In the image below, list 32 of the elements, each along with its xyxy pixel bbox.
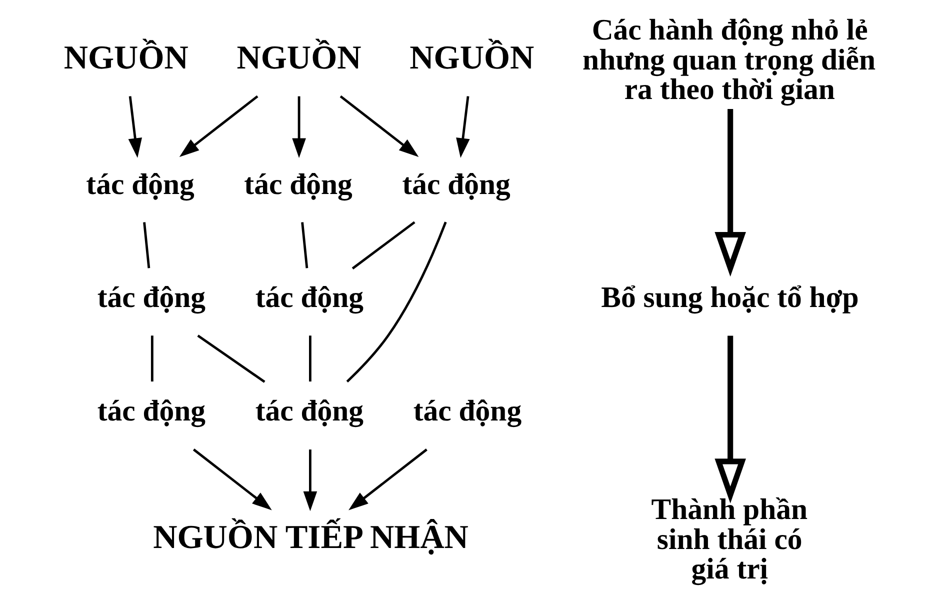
connector <box>300 222 308 268</box>
arrow <box>714 109 746 277</box>
connector <box>150 336 153 382</box>
arrow <box>292 96 306 158</box>
arrow <box>178 95 258 157</box>
arrow <box>456 96 470 158</box>
connector <box>351 221 415 270</box>
node-text: tác động <box>96 394 206 428</box>
arrow <box>192 448 272 510</box>
connector <box>196 334 265 383</box>
connector <box>142 222 150 268</box>
node-text: Bổ sung hoặc tổ hợp <box>600 281 858 314</box>
arrow <box>714 336 746 504</box>
node-text: NGUỒN <box>409 40 534 77</box>
node-text: Thành phần sinh thái có giá trị <box>650 493 808 586</box>
connector <box>346 222 446 383</box>
node-text: tác động <box>96 281 206 314</box>
arrow <box>302 450 317 512</box>
arrow <box>128 96 142 158</box>
node-text: tác động <box>402 168 510 201</box>
node-text: tác động <box>254 281 364 314</box>
node-text: NGUỒN TIẾP NHẬN <box>152 519 468 556</box>
node-text: tác động <box>86 168 194 201</box>
node-text: Các hành động nhỏ lẻ nhưng quan trọng diễn ra theo thời gian <box>582 14 876 106</box>
connector <box>308 336 311 382</box>
node-text: NGUỒN <box>236 40 361 77</box>
node-text: tác động <box>412 394 522 428</box>
node-text: NGUỒN <box>63 40 188 77</box>
arrow <box>348 448 427 510</box>
arrow <box>339 95 418 157</box>
node-text: tác động <box>254 394 364 428</box>
node-text: tác động <box>244 168 352 201</box>
